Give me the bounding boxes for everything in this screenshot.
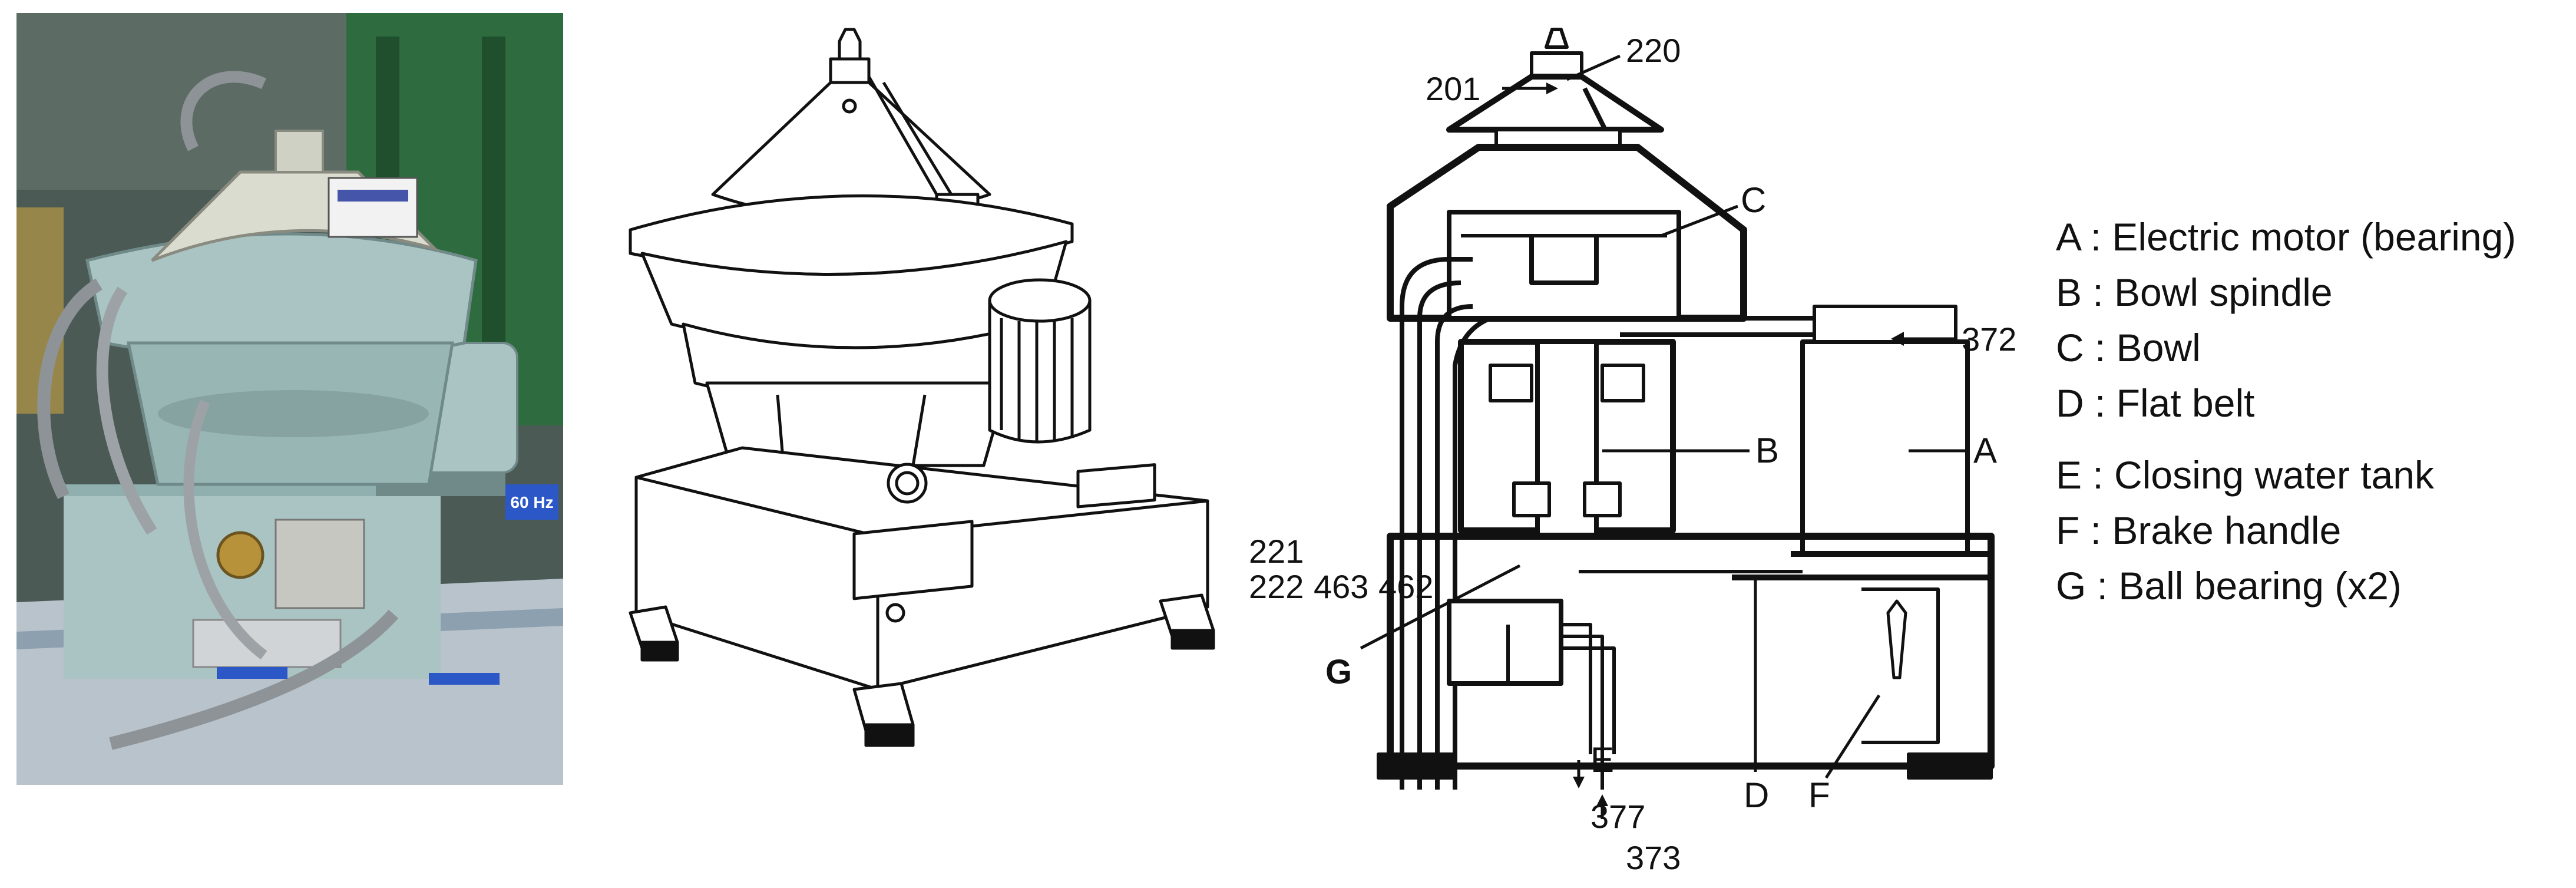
legend-item-b: B : Bowl spindle [2056,270,2333,314]
separator-sectional-drawing: 201 220 C 372 B A 221 222 463 462 G E 37… [1213,12,2097,884]
hz-badge-label: 60 Hz [510,493,553,511]
iso-sight-glass [887,463,928,504]
legend-item-f: F : Brake handle [2056,509,2342,552]
label-221: 221 [1249,533,1304,570]
sect-bowl [1447,210,1681,321]
label-201: 201 [1426,70,1480,107]
label-F: F [1808,775,1830,815]
separator-photo-drawing: 60 Hz [16,13,563,785]
parts-legend: A : Electric motor (bearing) B : Bowl sp… [2056,209,2574,613]
isometric-line-art [629,28,1215,747]
nameplate-plate [275,519,365,609]
sect-lower-bearing [1512,481,1551,517]
leader-F [1824,694,1881,779]
label-B: B [1755,431,1779,470]
label-G: G [1325,653,1352,691]
hz-badge [505,484,558,520]
sectional-line-art: 201 220 C 372 B A 221 222 463 462 G E 37… [1249,28,2016,876]
label-220: 220 [1626,32,1681,69]
legend-item-c: C : Bowl [2056,326,2201,369]
label-D: D [1744,775,1769,815]
legend-item-g: G : Ball bearing (x2) [2056,564,2402,608]
separator-photo: 60 Hz [16,13,563,785]
leader-G [1360,564,1521,650]
label-A: A [1973,431,1997,470]
legend-item-e: E : Closing water tank [2056,453,2434,497]
leader-220 [1566,54,1621,81]
label-377: 377 [1590,798,1645,835]
label-463: 463 [1314,568,1368,605]
separator-isometric-drawing [607,18,1266,766]
iso-brake-handle [1076,463,1156,509]
brass-valve [216,531,264,579]
label-E: E [1590,740,1614,780]
sect-upper-bearing [1489,364,1533,402]
legend-item-d: D : Flat belt [2056,381,2255,425]
label-C: C [1741,180,1766,220]
label-372: 372 [1962,321,2016,358]
label-222: 222 [1249,568,1304,605]
hose-bottom [109,609,399,750]
label-462: 462 [1378,568,1433,605]
sect-brake-handle [1886,599,1907,679]
sect-closing-water-tank [1447,599,1563,686]
legend-item-a: A : Electric motor (bearing) [2056,215,2517,259]
leader-C [1661,204,1738,237]
sect-cone [1446,74,1664,133]
sect-motor [1800,339,1970,556]
label-373: 373 [1626,839,1681,876]
hose-left [37,278,102,499]
display-panel [328,177,418,238]
